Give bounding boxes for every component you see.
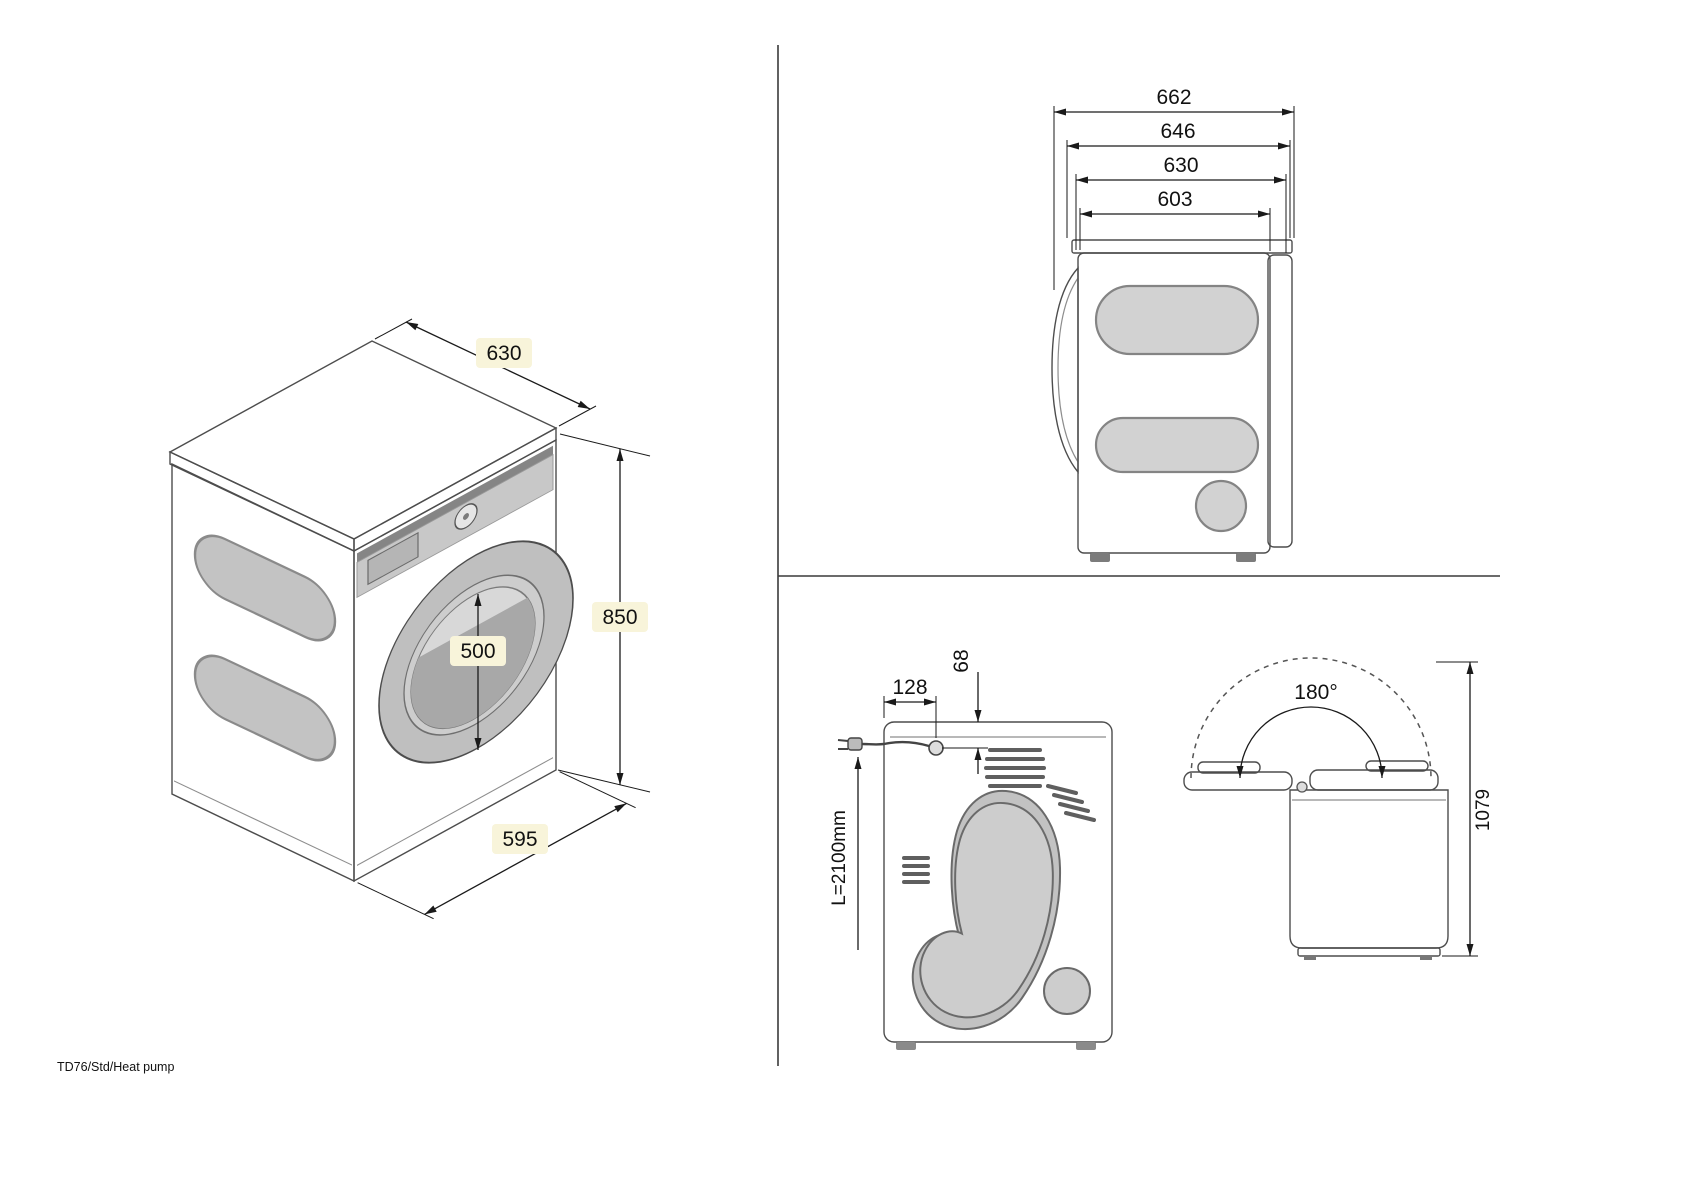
rear-body xyxy=(883,721,1113,1043)
swing-arc-dashed xyxy=(1190,657,1432,779)
rear-vent-left xyxy=(902,856,930,884)
side-emboss-upper xyxy=(1094,284,1260,356)
dim-cable-length: L=2100mm xyxy=(829,757,862,950)
side-rear-panel xyxy=(1267,254,1293,548)
side-filter-cap xyxy=(1194,479,1248,533)
side-emboss-lower xyxy=(1094,416,1260,474)
iso-left-base-seam xyxy=(174,780,352,866)
power-cable xyxy=(837,737,944,756)
rear-hose-port xyxy=(1043,967,1091,1015)
dim-side-646: 646 xyxy=(1067,120,1290,150)
swing-arc-arrow xyxy=(1236,706,1386,779)
dim-iso-door: 500 xyxy=(450,594,506,750)
lid-closed xyxy=(1309,769,1439,791)
iso-handle-groove xyxy=(357,445,553,563)
cable-gland xyxy=(928,740,944,756)
rear-vent-top xyxy=(984,748,1046,788)
dim-iso-width: 595 xyxy=(357,771,636,920)
dim-side-662-label: 662 xyxy=(1156,86,1191,109)
drum-base xyxy=(1297,947,1441,957)
rear-vent-side xyxy=(1046,784,1096,822)
dim-iso-height: 850 xyxy=(557,433,651,793)
dim-side-603-label: 603 xyxy=(1157,188,1192,211)
iso-left-emboss-upper xyxy=(193,534,337,642)
isometric-view: 630 850 595 500 xyxy=(168,318,651,920)
dim-chip xyxy=(592,602,648,632)
side-foot-right xyxy=(1236,553,1256,562)
rear-view: 128 68 L=2100mm xyxy=(829,649,1113,1050)
side-top-slab xyxy=(1071,239,1293,254)
dim-iso-height-label: 850 xyxy=(602,606,637,629)
dim-chip xyxy=(450,636,506,666)
dim-side-603: 603 xyxy=(1080,188,1270,218)
rear-foot-left xyxy=(896,1042,916,1050)
drum-body xyxy=(1289,789,1449,949)
iso-left-face-details xyxy=(174,534,352,866)
dim-angle-label: 180° xyxy=(1294,681,1337,704)
dim-iso-door-label: 500 xyxy=(460,640,495,663)
iso-slab-left-edge xyxy=(169,450,355,553)
lid-hinge xyxy=(1296,781,1308,793)
model-label: TD76/Std/Heat pump xyxy=(57,1060,174,1074)
iso-front-face xyxy=(353,438,557,883)
rear-foot-right xyxy=(1076,1042,1096,1050)
dim-chip xyxy=(476,338,532,368)
door-open-view: 180° 1079 xyxy=(1183,657,1494,960)
iso-left-emboss-lower xyxy=(193,654,337,762)
dim-side-662: 662 xyxy=(1054,86,1294,116)
side-door-seam xyxy=(1057,277,1079,463)
dim-rear-68: 68 xyxy=(942,649,988,774)
cable-cord xyxy=(861,740,930,748)
dim-cable-length-label: L=2100mm xyxy=(829,810,850,906)
lid-open xyxy=(1183,771,1293,791)
drum-foot-left xyxy=(1304,956,1316,960)
dim-rear-128-label: 128 xyxy=(892,676,927,699)
side-view: 662 646 630 603 xyxy=(1051,86,1295,562)
dim-side-646-label: 646 xyxy=(1160,120,1195,143)
iso-display-window xyxy=(367,531,419,586)
dim-rear-128: 128 xyxy=(883,676,937,738)
dim-iso-width-label: 595 xyxy=(502,828,537,851)
plug-pin-top xyxy=(837,739,849,742)
side-door-bulge xyxy=(1051,266,1079,474)
dim-side-630-label: 630 xyxy=(1163,154,1198,177)
dim-iso-depth-label: 630 xyxy=(486,342,521,365)
dim-chip xyxy=(492,824,548,854)
power-plug-icon xyxy=(847,737,863,751)
iso-knob-dot xyxy=(463,513,469,520)
dim-total-height-label: 1079 xyxy=(1473,789,1494,831)
side-foot-left xyxy=(1090,553,1110,562)
dim-total-height: 1079 xyxy=(1436,661,1494,957)
rear-duct-inner xyxy=(919,802,1054,1019)
dim-iso-depth: 630 xyxy=(374,318,597,427)
dim-side-630: 630 xyxy=(1076,154,1286,184)
drum-foot-right xyxy=(1420,956,1432,960)
dim-rear-68-label: 68 xyxy=(950,649,973,672)
